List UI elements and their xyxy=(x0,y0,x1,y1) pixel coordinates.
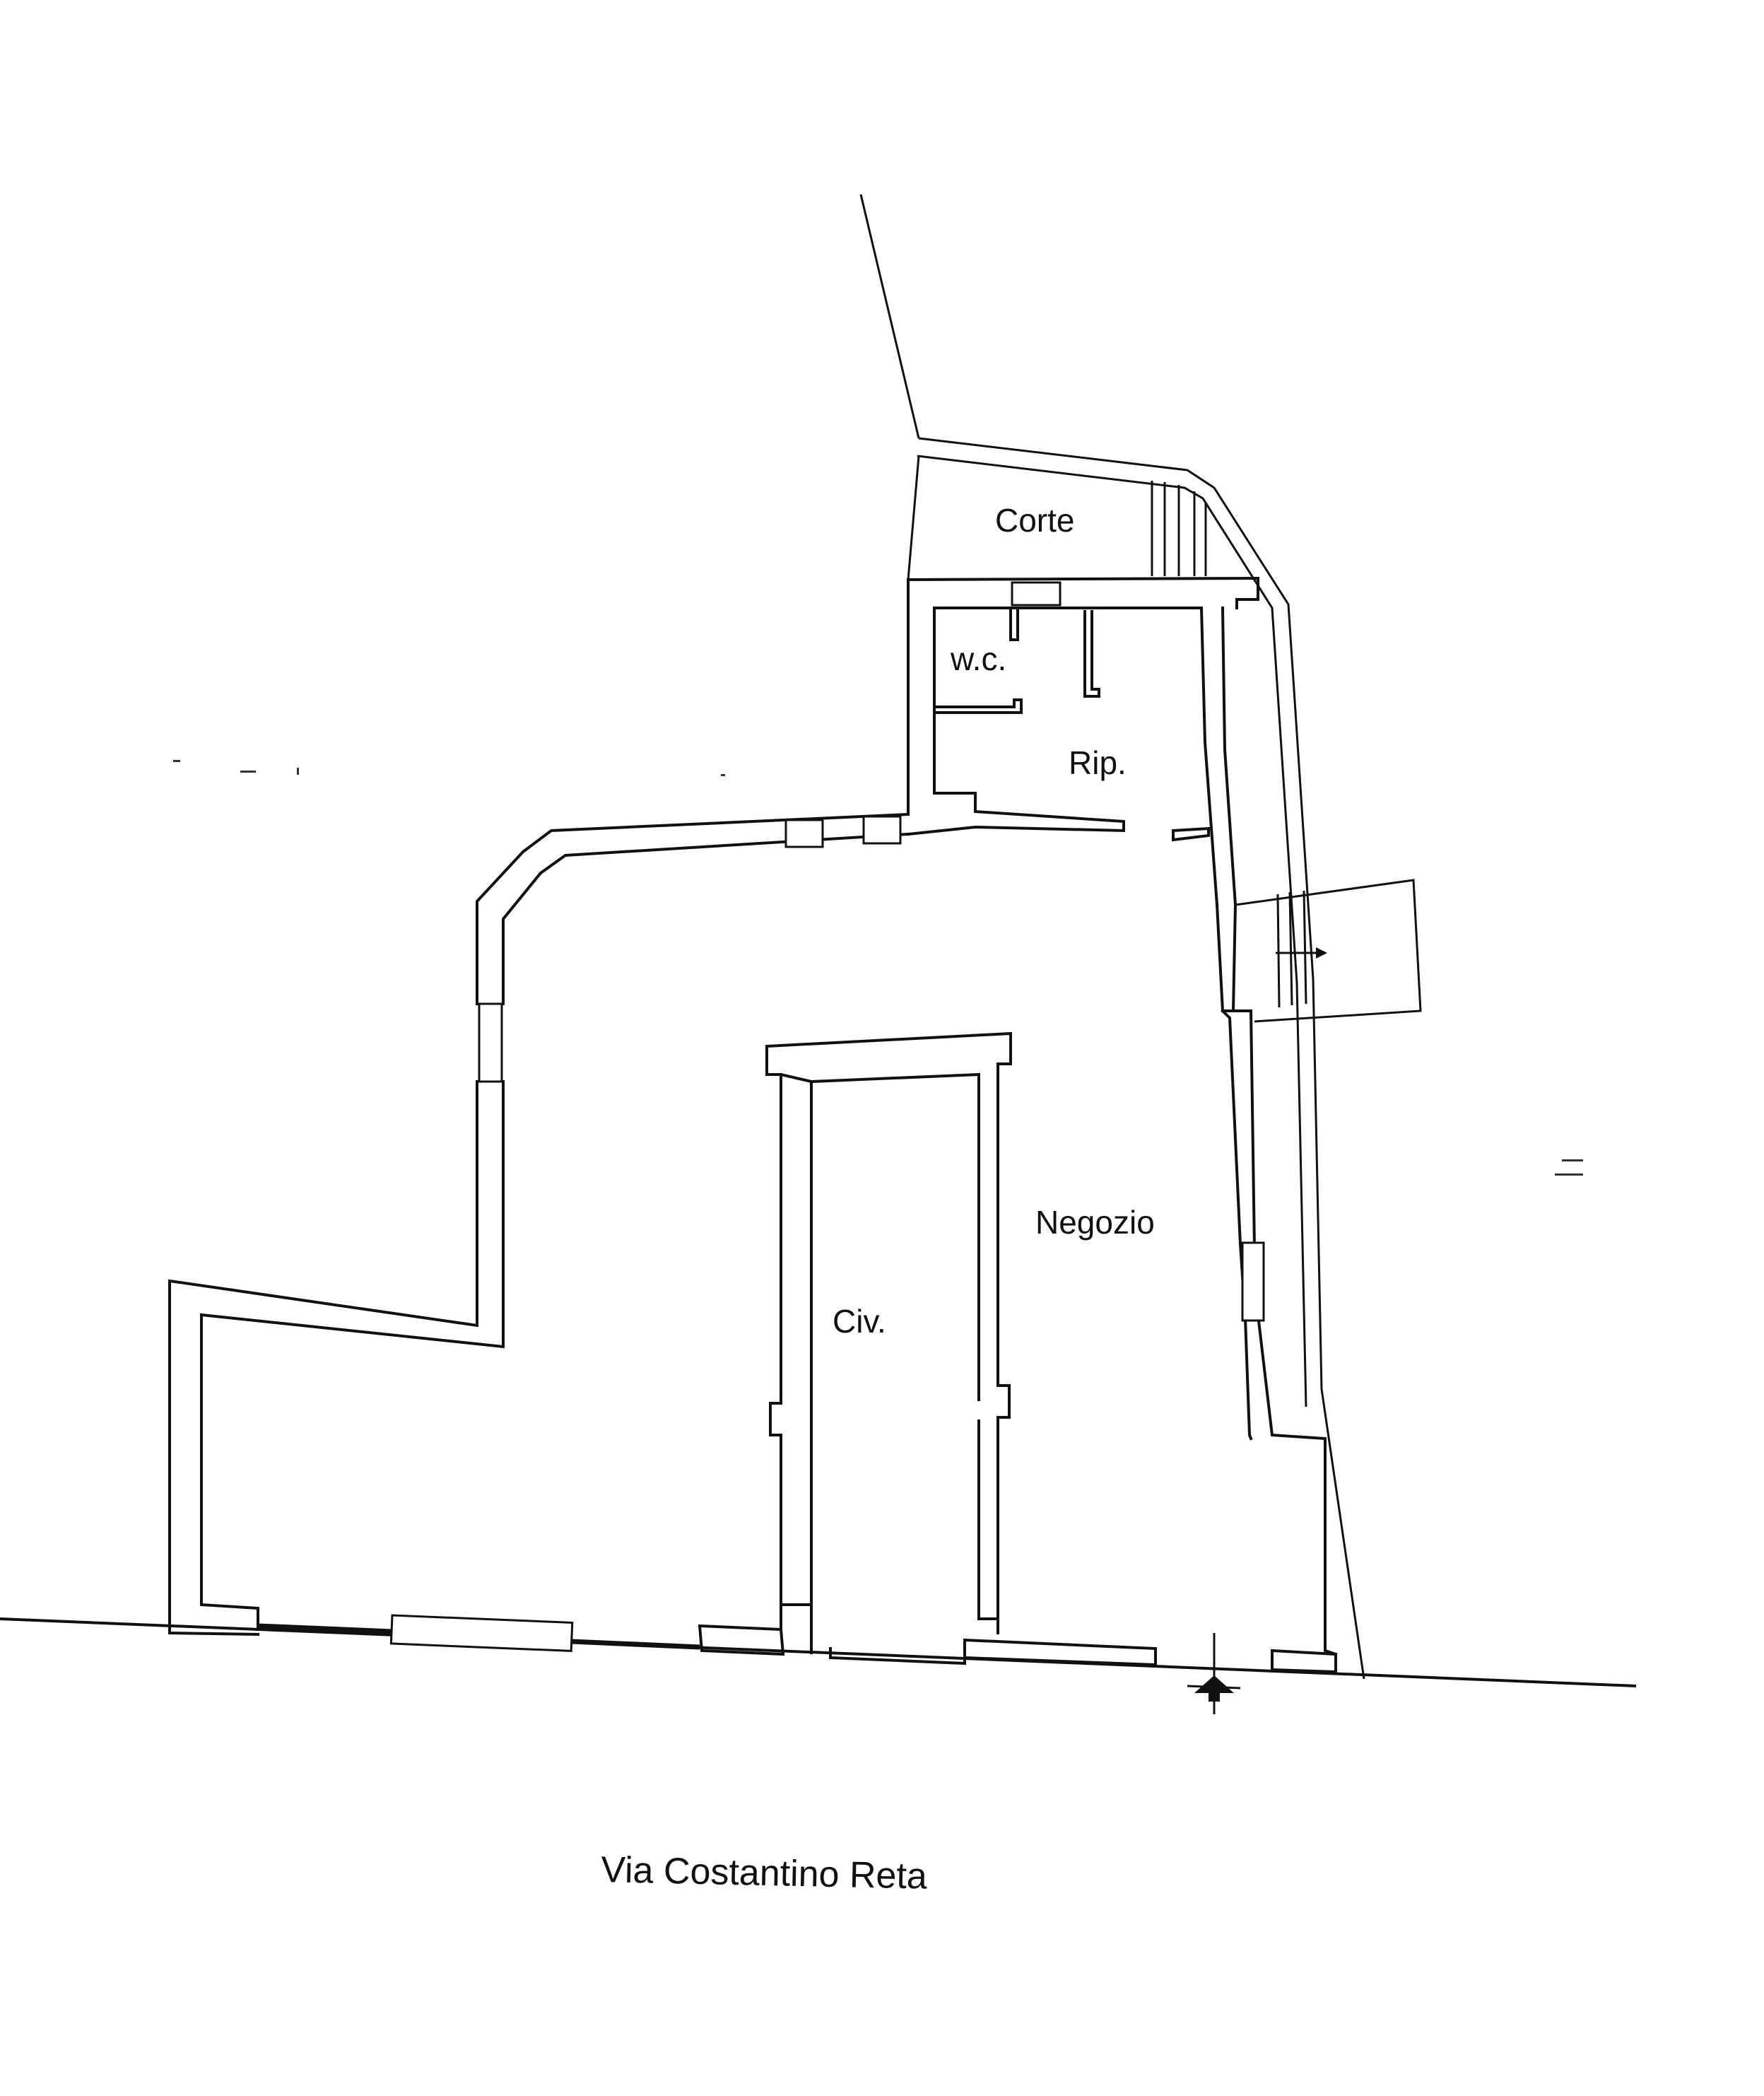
stair-arrow-icon xyxy=(1276,947,1327,959)
street-line xyxy=(0,1617,1637,1687)
scan-specks xyxy=(173,760,1583,1176)
room-label-civ: Civ. xyxy=(833,1303,886,1340)
property-boundary-line xyxy=(859,194,920,439)
room-label-rip: Rip. xyxy=(1069,744,1127,781)
rear-rooms-walls xyxy=(906,576,1259,907)
entrance-arrow-icon xyxy=(1187,1633,1241,1714)
room-label-negozio: Negozio xyxy=(1035,1204,1155,1241)
street-name: Via Costantino Reta xyxy=(601,1849,928,1897)
shop-walls xyxy=(167,812,1422,1674)
room-label-corte: Corte xyxy=(995,502,1074,539)
courtyard xyxy=(907,437,1365,1680)
room-label-wc: w.c. xyxy=(950,640,1006,677)
